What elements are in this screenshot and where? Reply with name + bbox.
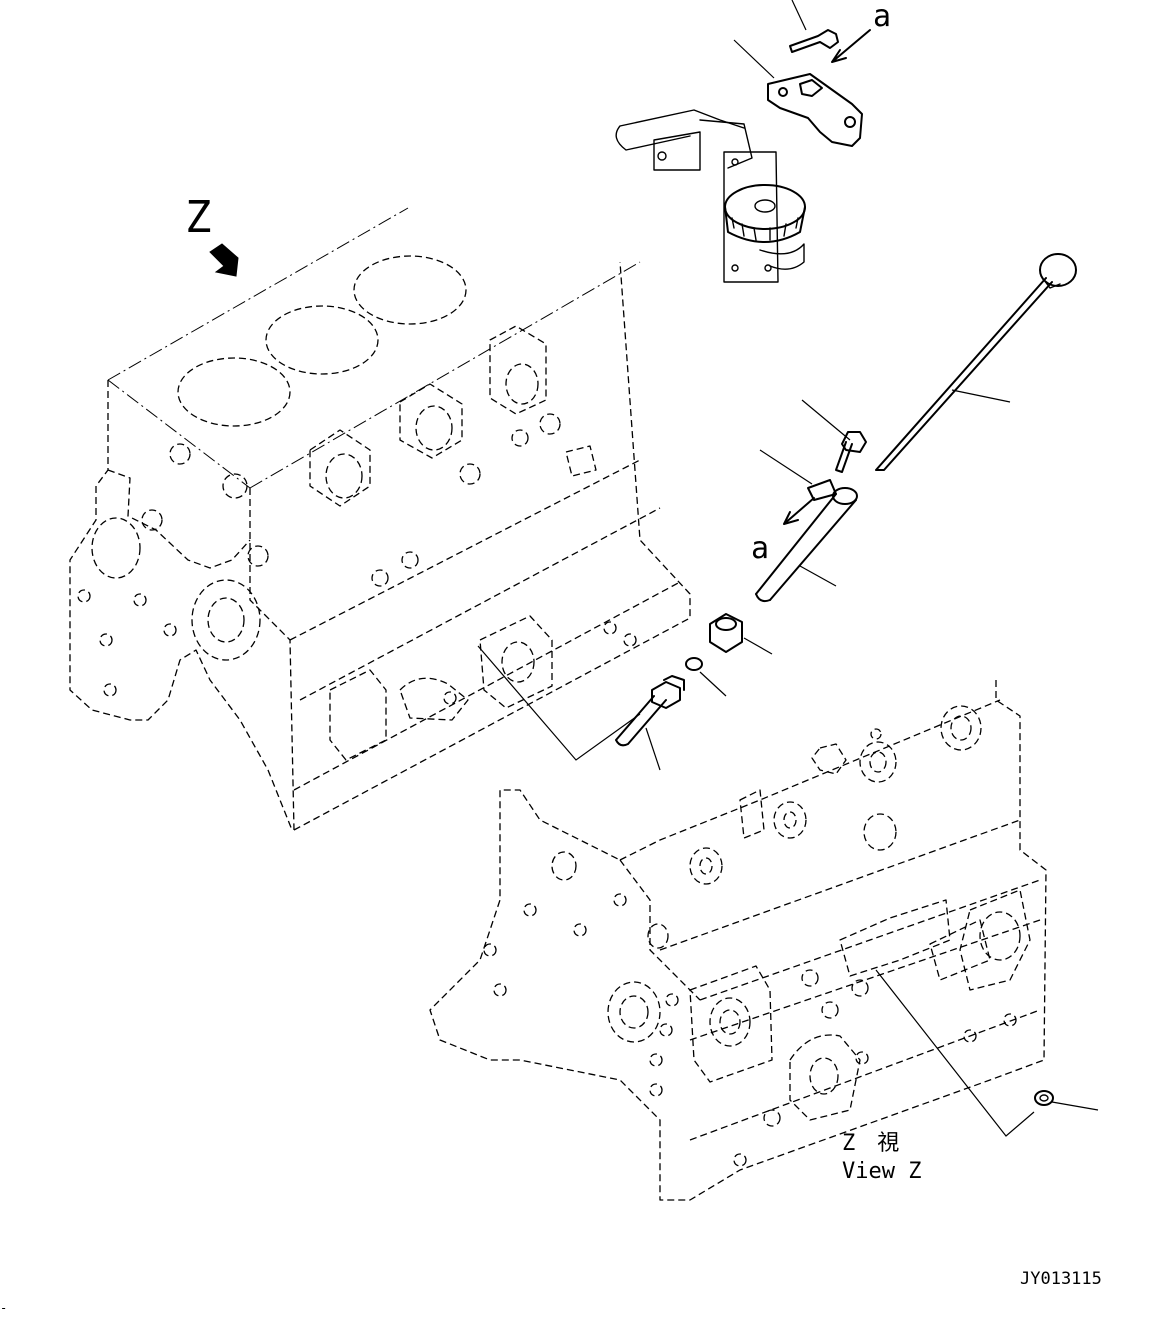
drawing-id: JY013115 bbox=[1020, 1269, 1102, 1289]
connector-tube bbox=[615, 675, 685, 771]
arrow-a-top bbox=[831, 29, 871, 63]
label-a-top: a bbox=[873, 0, 891, 34]
leader-plug bbox=[875, 969, 1035, 1137]
adapter-nut bbox=[709, 613, 773, 655]
cylinder-block-view-z bbox=[429, 680, 1047, 1201]
drain-plug bbox=[1034, 1090, 1099, 1111]
label-a-mid: a bbox=[751, 531, 769, 566]
oil-level-gauge bbox=[875, 253, 1077, 471]
corner-mark: - bbox=[0, 1301, 7, 1315]
bracket-bolt bbox=[789, 29, 839, 53]
leader-guide-bolt bbox=[801, 399, 851, 441]
washer bbox=[685, 657, 727, 697]
guide-bolt bbox=[835, 431, 867, 473]
oil-filler-cap bbox=[724, 184, 806, 270]
view-z-marker: Z bbox=[185, 192, 212, 243]
leader-gauge bbox=[951, 389, 1011, 403]
arrow-a-mid bbox=[783, 497, 815, 525]
leader-bracket bbox=[733, 39, 775, 79]
gauge-guide-tube bbox=[755, 487, 858, 603]
guide-clip bbox=[807, 479, 837, 501]
view-title-jp: Z 視 bbox=[842, 1131, 899, 1156]
gauge-guide-assembly bbox=[755, 399, 867, 603]
cylinder-block-left bbox=[69, 207, 691, 831]
filler-neck bbox=[615, 109, 779, 283]
mounting-bracket bbox=[767, 73, 863, 147]
leader-left-block bbox=[477, 645, 641, 761]
leader-clip bbox=[759, 449, 813, 485]
view-title-en: View Z bbox=[842, 1159, 921, 1184]
oil-filler-assembly bbox=[615, 0, 871, 283]
leader-guide-tube bbox=[799, 565, 837, 587]
view-z-arrow bbox=[209, 243, 239, 277]
leader-bolt-top bbox=[791, 0, 807, 31]
